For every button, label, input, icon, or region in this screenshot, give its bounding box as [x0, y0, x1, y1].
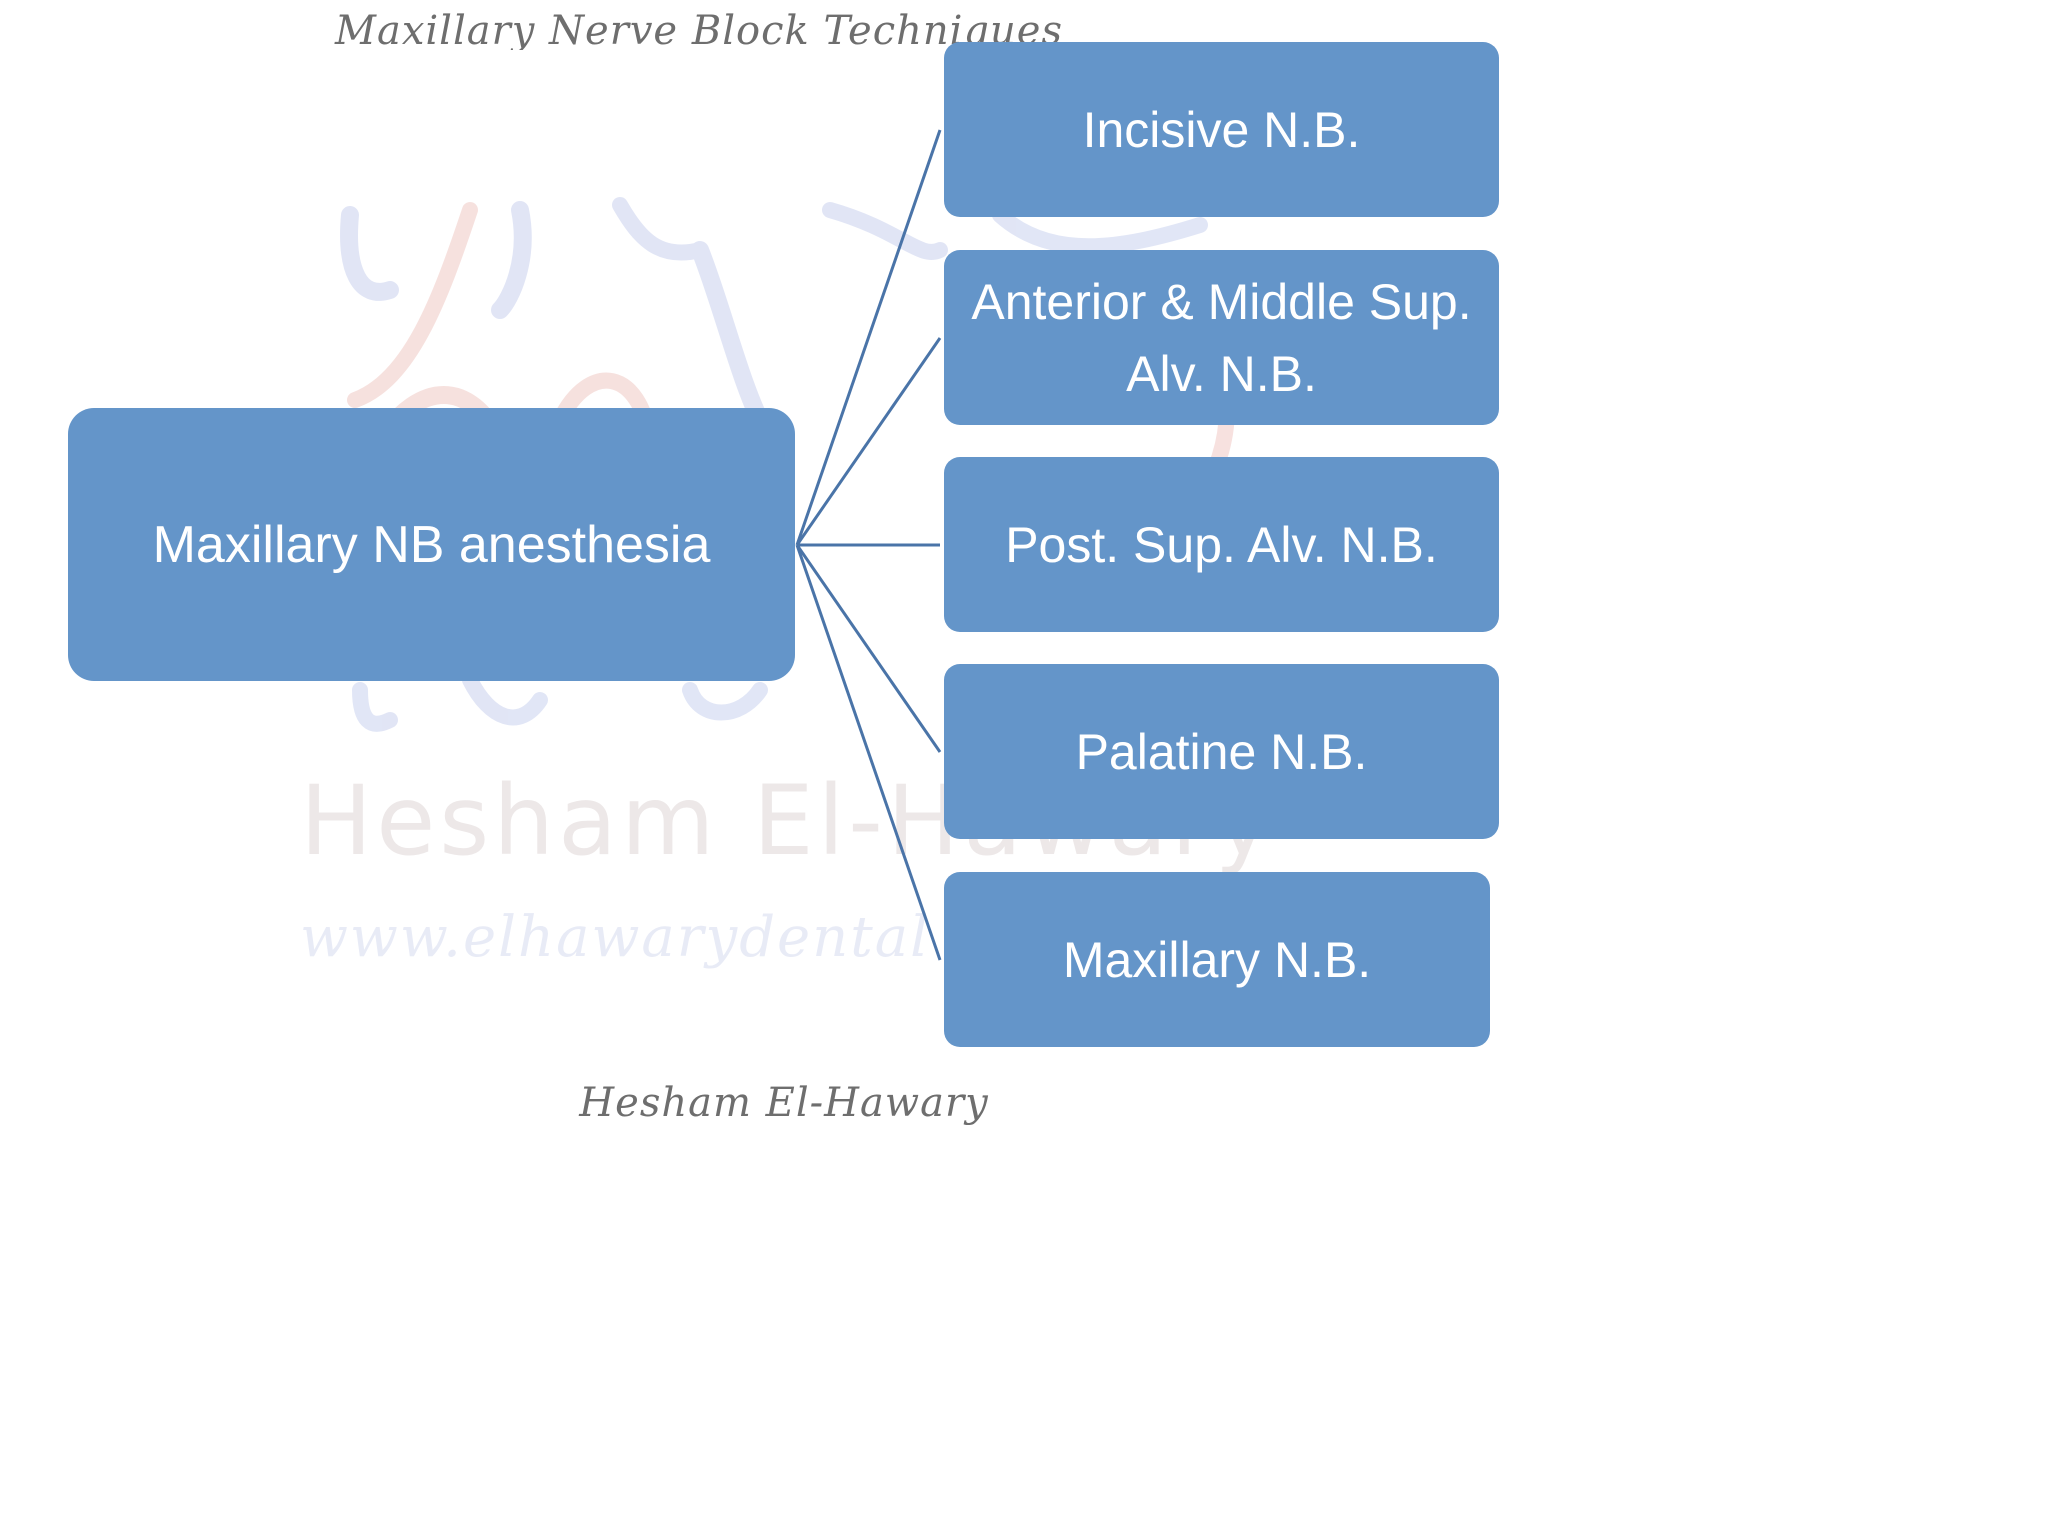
- slide-title: Maxillary Nerve Block Techniques: [335, 8, 1063, 50]
- connector-anterior-middle: [795, 337, 942, 546]
- root-node: Maxillary NB anesthesia: [68, 408, 795, 681]
- node-label: Post. Sup. Alv. N.B.: [1005, 516, 1438, 573]
- node-anterior-middle: Anterior & Middle Sup. Alv. N.B.: [944, 250, 1499, 425]
- node-label: Palatine N.B.: [1075, 723, 1368, 780]
- slide: Hesham El-Hawary www.elhawarydental Maxi…: [68, 8, 1499, 1126]
- node-label: Anterior & Middle Sup. Alv. N.B.: [971, 273, 1472, 402]
- node-palatine: Palatine N.B.: [944, 664, 1499, 839]
- connector-maxillary: [795, 544, 942, 961]
- root-node-label: Maxillary NB anesthesia: [152, 515, 711, 574]
- node-label: Incisive N.B.: [1082, 101, 1361, 158]
- node-label: Maxillary N.B.: [1062, 931, 1372, 988]
- connector-palatine: [795, 544, 942, 753]
- connector-lines: [795, 129, 942, 961]
- node-posterior: Post. Sup. Alv. N.B.: [944, 457, 1499, 632]
- connector-incisive: [795, 129, 942, 546]
- node-incisive: Incisive N.B.: [944, 42, 1499, 217]
- author-footer: Hesham El-Hawary: [579, 1080, 989, 1126]
- node-maxillary: Maxillary N.B.: [944, 872, 1490, 1047]
